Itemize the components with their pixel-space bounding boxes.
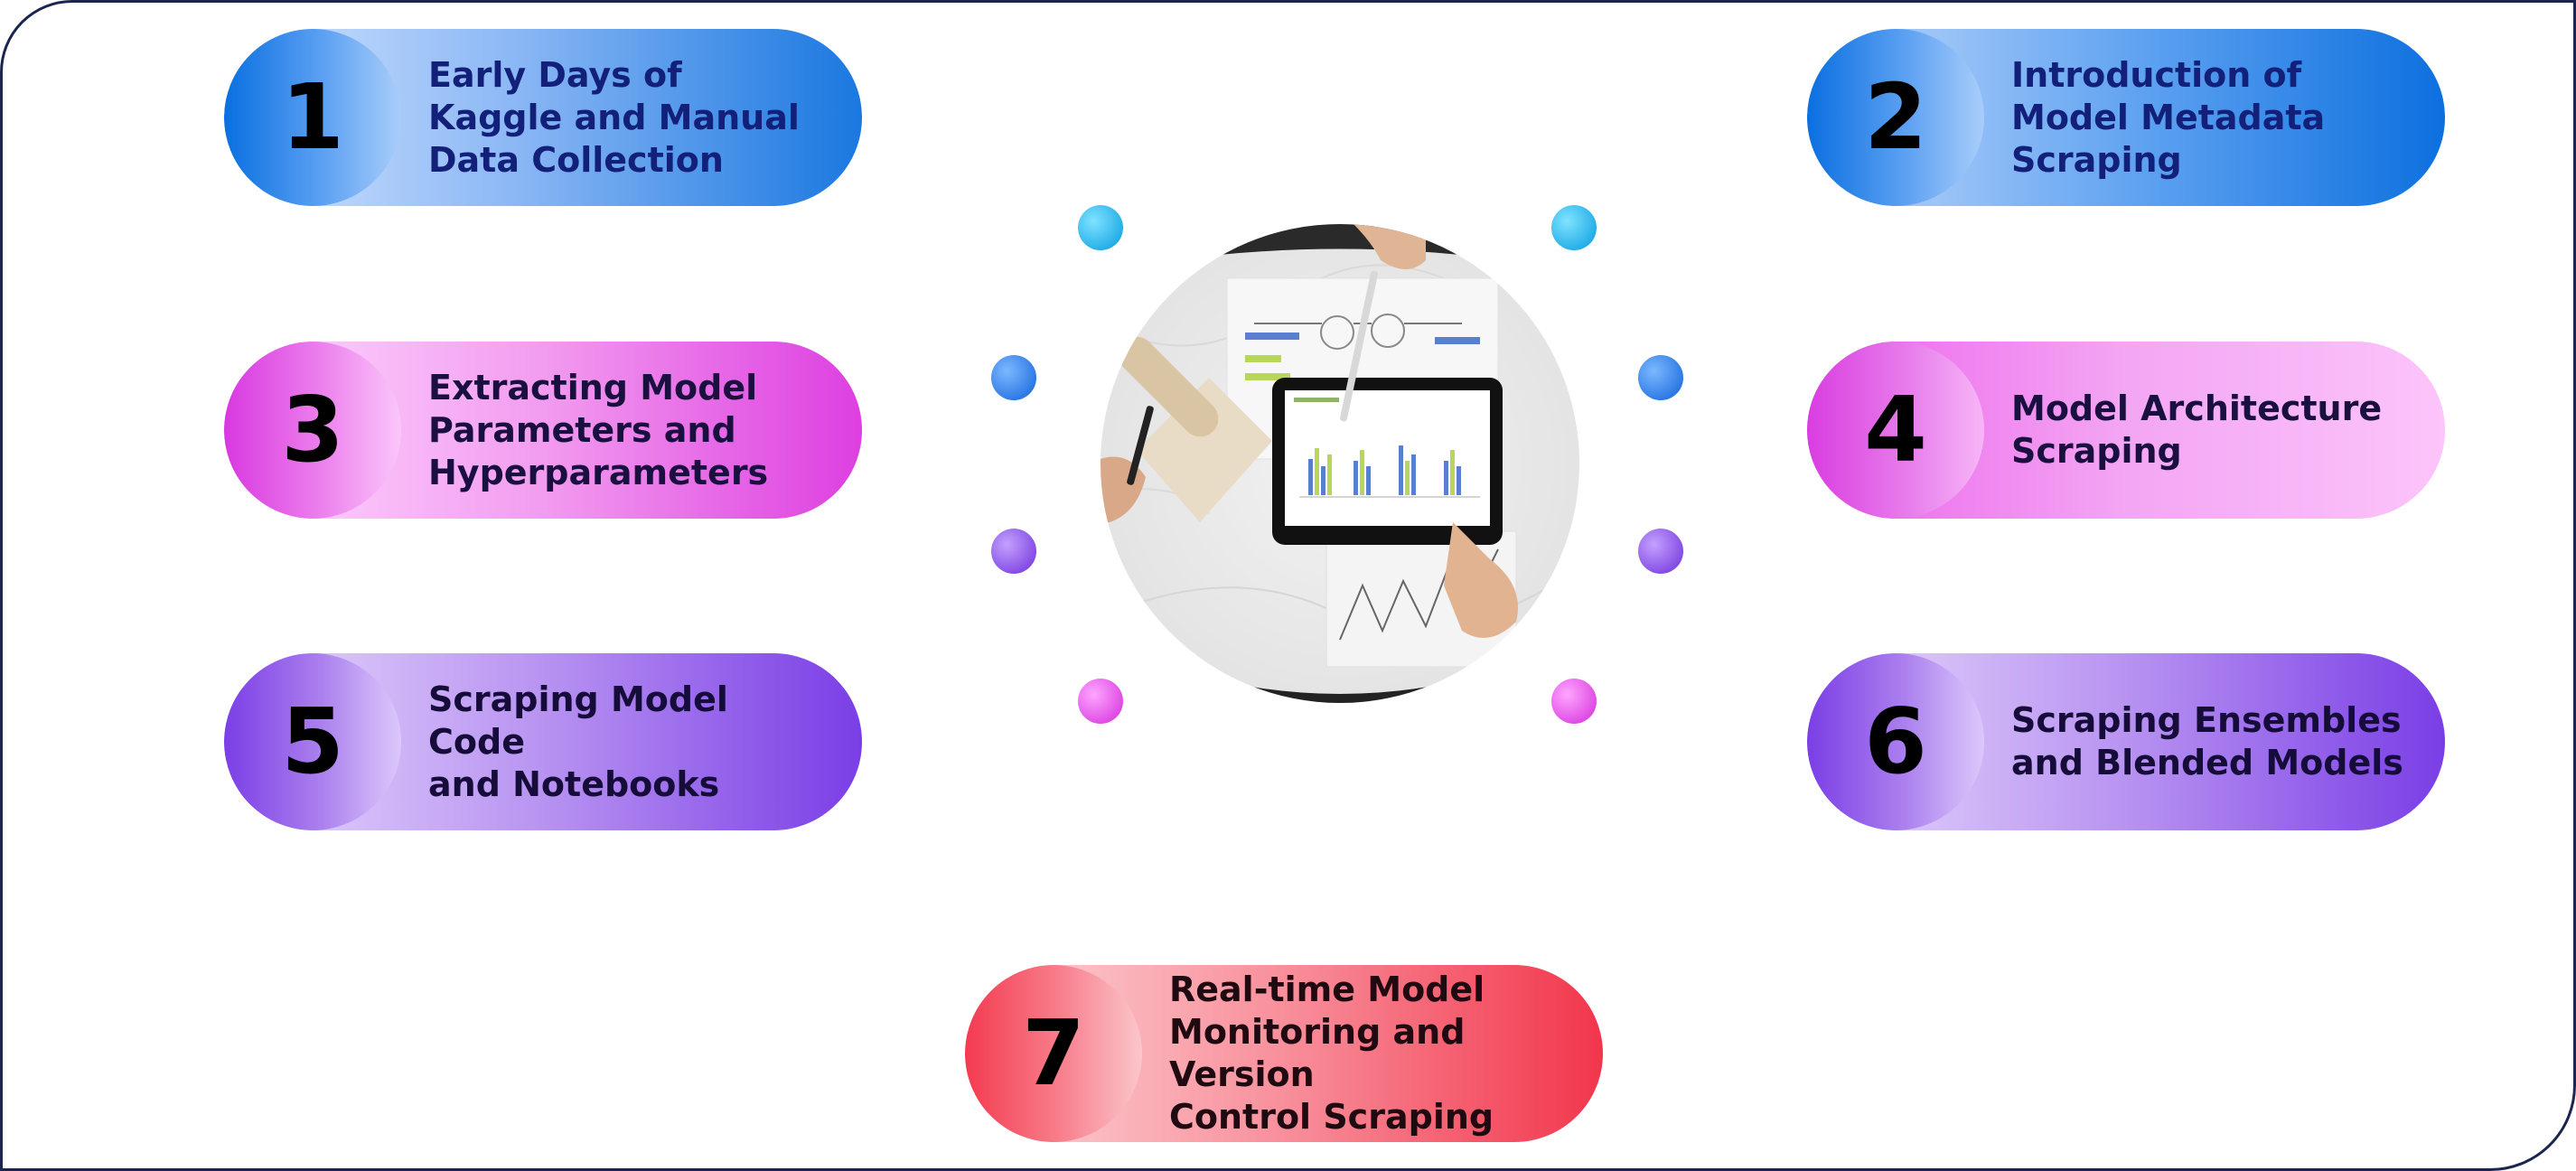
- decor-dot-top-left: [1078, 205, 1123, 250]
- step-1-pill: 1 Early Days of Kaggle and Manual Data C…: [224, 29, 862, 206]
- step-7-number: 7: [1022, 1000, 1085, 1106]
- step-5-pill: 5 Scraping Model Code and Notebooks: [224, 653, 862, 830]
- step-5-label: Scraping Model Code and Notebooks: [428, 679, 728, 804]
- step-4-label: Model Architecture Scraping: [2011, 389, 2383, 471]
- step-3-pill: 3 Extracting Model Parameters and Hyperp…: [224, 342, 862, 519]
- step-4-pill: 4 Model Architecture Scraping: [1807, 342, 2445, 519]
- step-3-number-disc: 3: [224, 342, 401, 519]
- decor-dot-upper-right: [1638, 355, 1683, 400]
- decor-dot-top-right: [1551, 205, 1597, 250]
- step-1-label: Early Days of Kaggle and Manual Data Col…: [428, 54, 800, 180]
- step-2-number-disc: 2: [1807, 29, 1984, 206]
- step-6-number: 6: [1864, 689, 1927, 794]
- step-1-number-disc: 1: [224, 29, 401, 206]
- step-7-number-disc: 7: [965, 965, 1142, 1142]
- step-6-pill: 6 Scraping Ensembles and Blended Models: [1807, 653, 2445, 830]
- step-6-label: Scraping Ensembles and Blended Models: [2011, 700, 2403, 782]
- decor-dot-bottom-left: [1078, 679, 1123, 724]
- step-7-label: Real-time Model Monitoring and Version C…: [1169, 970, 1494, 1137]
- step-5-number: 5: [281, 689, 344, 794]
- step-1-number: 1: [281, 64, 344, 170]
- step-2-number: 2: [1864, 64, 1927, 170]
- step-4-number: 4: [1864, 377, 1927, 482]
- step-4-number-disc: 4: [1807, 342, 1984, 519]
- step-2-pill: 2 Introduction of Model Metadata Scrapin…: [1807, 29, 2445, 206]
- step-6-number-disc: 6: [1807, 653, 1984, 830]
- step-2-label: Introduction of Model Metadata Scraping: [2011, 54, 2326, 180]
- step-5-number-disc: 5: [224, 653, 401, 830]
- tablet-photo-illustration: [1101, 224, 1553, 703]
- decor-dot-lower-right: [1638, 529, 1683, 574]
- decor-dot-bottom-right: [1551, 679, 1597, 724]
- step-3-label: Extracting Model Parameters and Hyperpar…: [428, 367, 769, 492]
- step-7-pill: 7 Real-time Model Monitoring and Version…: [965, 965, 1603, 1142]
- decor-dot-upper-left: [991, 355, 1036, 400]
- decor-dot-lower-left: [991, 529, 1036, 574]
- tablet-bar-chart-photo-icon: [1101, 224, 1579, 703]
- step-3-number: 3: [281, 377, 344, 482]
